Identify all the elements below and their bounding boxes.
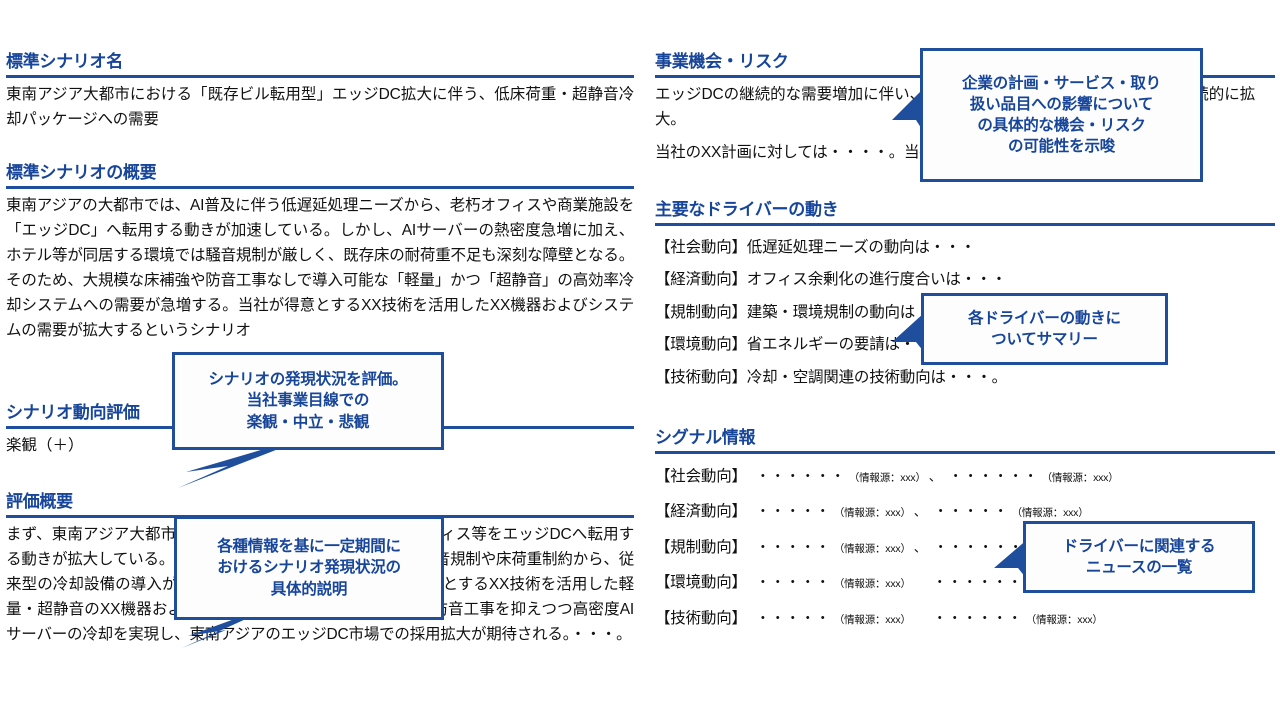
- evaluation-detail-callout-text: 各種情報を基に一定期間におけるシナリオ発現状況の具体的説明: [217, 538, 401, 598]
- signal-item-dots: ・・・・・・: [933, 538, 1024, 555]
- signal-info-rule: [655, 450, 1275, 454]
- key-drivers-rule: [655, 222, 1275, 226]
- signal-news-callout-text: ドライバーに関連するニュースの一覧: [1062, 537, 1216, 576]
- signal-info-heading: シグナル情報: [655, 428, 756, 447]
- signal-item-dots: ・・・・・・: [932, 574, 1023, 591]
- signal-row-items: ・・・・・ （情報源：xxx） 、 ・・・・・ （情報源：xxx）: [756, 504, 1089, 519]
- trend-evaluation-value: 楽観（＋）: [6, 436, 84, 454]
- signal-row-items: ・・・・・・ （情報源：xxx） 、 ・・・・・・ （情報源：xxx）: [756, 469, 1119, 484]
- signal-news-callout[interactable]: ドライバーに関連するニュースの一覧: [1023, 521, 1255, 593]
- evaluation-summary-heading: 評価概要: [6, 492, 73, 511]
- signal-row: 【技術動向】 ・・・・・ （情報源：xxx） ・・・・・・ （情報源：xxx）: [655, 611, 1275, 627]
- signal-item-dots: ・・・・・: [755, 503, 831, 520]
- key-drivers-heading: 主要なドライバーの動き: [655, 200, 839, 219]
- signal-row-label: 【環境動向】: [655, 574, 747, 592]
- opportunity-risk-callout-text: 企業の計画・サービス・取り扱い品目への影響についての具体的な機会・リスクの可能性…: [962, 74, 1161, 156]
- signal-item-source: （情報源：xxx）: [833, 507, 911, 520]
- signal-row-label: 【技術動向】: [655, 609, 747, 627]
- scenario-evaluation-callout-text: シナリオの発現状況を評価。当社事業目線での楽観・中立・悲観: [208, 371, 408, 431]
- signal-row-label: 【社会動向】: [655, 467, 747, 485]
- signal-item-source: （情報源：xxx）: [833, 613, 911, 626]
- key-drivers-list: 【社会動向】低遅延処理ニーズの動向は・・・ 【経済動向】オフィス余剰化の進行度合…: [655, 240, 1275, 386]
- signal-item-source: （情報源：xxx）: [848, 471, 926, 484]
- signal-item-dots: ・・・・・: [755, 574, 831, 591]
- scenario-overview-body: 東南アジアの大都市では、AI普及に伴う低遅延処理ニーズから、老朽オフィスや商業施…: [6, 196, 634, 340]
- driver-summary-callout-text: 各ドライバーの動きについてサマリー: [968, 309, 1121, 348]
- signal-item-source: （情報源：xxx）: [1041, 471, 1119, 484]
- signal-item-source: （情報源：xxx）: [833, 542, 911, 555]
- signal-item-source: （情報源：xxx）: [833, 578, 911, 591]
- signal-item-dots: ・・・・・・: [755, 467, 846, 484]
- trend-evaluation-heading: シナリオ動向評価: [6, 403, 140, 422]
- signal-item-dots: ・・・・・・: [932, 609, 1023, 626]
- scenario-overview-heading: 標準シナリオの概要: [6, 163, 157, 182]
- driver-row: 【経済動向】オフィス余剰化の進行度合いは・・・: [655, 271, 1007, 289]
- signal-item-separator: 、: [913, 539, 927, 555]
- driver-row: 【社会動向】低遅延処理ニーズの動向は・・・: [655, 238, 976, 256]
- signal-row: 【社会動向】 ・・・・・・ （情報源：xxx） 、 ・・・・・・ （情報源：xx…: [655, 469, 1275, 485]
- evaluation-detail-callout[interactable]: 各種情報を基に一定期間におけるシナリオ発現状況の具体的説明: [174, 516, 444, 620]
- signal-row: 【経済動向】 ・・・・・ （情報源：xxx） 、 ・・・・・ （情報源：xxx）: [655, 504, 1275, 520]
- signal-item-separator: 、: [913, 504, 927, 520]
- section-scenario-overview: 標準シナリオの概要 東南アジアの大都市では、AI普及に伴う低遅延処理ニーズから、…: [6, 163, 634, 343]
- scenario-name-rule: [6, 74, 634, 78]
- signal-item-source: （情報源：xxx）: [1025, 613, 1103, 626]
- driver-row: 【技術動向】冷却・空調関連の技術動向は・・・。: [655, 368, 1007, 386]
- opportunity-risk-callout[interactable]: 企業の計画・サービス・取り扱い品目への影響についての具体的な機会・リスクの可能性…: [920, 48, 1203, 182]
- signal-row-items: ・・・・・ （情報源：xxx） ・・・・・・ （情報源：xxx）: [756, 611, 1103, 626]
- scenario-overview-rule: [6, 185, 634, 189]
- signal-item-source: （情報源：xxx）: [1011, 507, 1089, 520]
- signal-row-label: 【経済動向】: [655, 503, 747, 521]
- signal-row-label: 【規制動向】: [655, 538, 747, 556]
- scenario-evaluation-callout[interactable]: シナリオの発現状況を評価。当社事業目線での楽観・中立・悲観: [172, 352, 444, 450]
- driver-row: 【規制動向】建築・環境規制の動向は・・・: [655, 303, 962, 321]
- signal-item-dots: ・・・・・: [933, 503, 1009, 520]
- signal-item-dots: ・・・・・: [755, 538, 831, 555]
- section-scenario-name: 標準シナリオ名 東南アジア大都市における「既存ビル転用型」エッジDC拡大に伴う、…: [6, 52, 634, 132]
- driver-row: 【環境動向】省エネルギーの要請は・・・: [655, 336, 946, 354]
- scenario-name-body: 東南アジア大都市における「既存ビル転用型」エッジDC拡大に伴う、低床荷重・超静音…: [6, 85, 634, 128]
- signal-item-dots: ・・・・・・: [948, 467, 1039, 484]
- signal-item-separator: 、: [928, 468, 942, 484]
- opportunity-risk-heading: 事業機会・リスク: [655, 52, 789, 71]
- section-key-drivers: 主要なドライバーの動き 【社会動向】低遅延処理ニーズの動向は・・・ 【経済動向】…: [655, 200, 1275, 402]
- signal-item-dots: ・・・・・: [755, 609, 831, 626]
- scenario-name-heading: 標準シナリオ名: [6, 52, 123, 71]
- driver-summary-callout[interactable]: 各ドライバーの動きについてサマリー: [921, 293, 1168, 365]
